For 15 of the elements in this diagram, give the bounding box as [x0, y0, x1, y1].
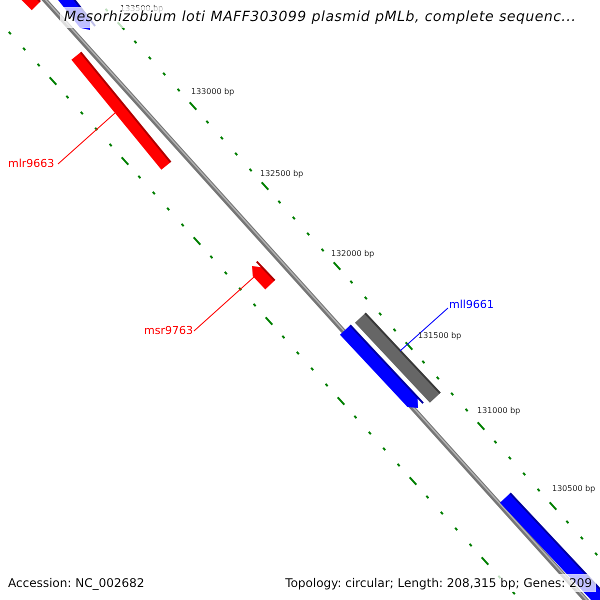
gene-label: mlr9663: [8, 158, 54, 169]
leader-line: [194, 276, 254, 332]
leader-line: [58, 112, 116, 164]
accession-text: Accession: NC_002682: [8, 575, 144, 592]
leader-line: [400, 308, 448, 352]
gene-arrow: [500, 492, 600, 600]
position-label: 132000 bp: [331, 250, 374, 258]
gene-label: msr9763: [144, 325, 193, 336]
position-label: 131000 bp: [477, 407, 520, 415]
position-label: 133000 bp: [191, 88, 234, 96]
gene-arrow: [71, 52, 172, 170]
gene-label: mll9661: [449, 299, 494, 310]
position-label: 131500 bp: [418, 332, 462, 340]
position-label: 132500 bp: [260, 170, 304, 178]
gene-arrow: [252, 260, 276, 290]
